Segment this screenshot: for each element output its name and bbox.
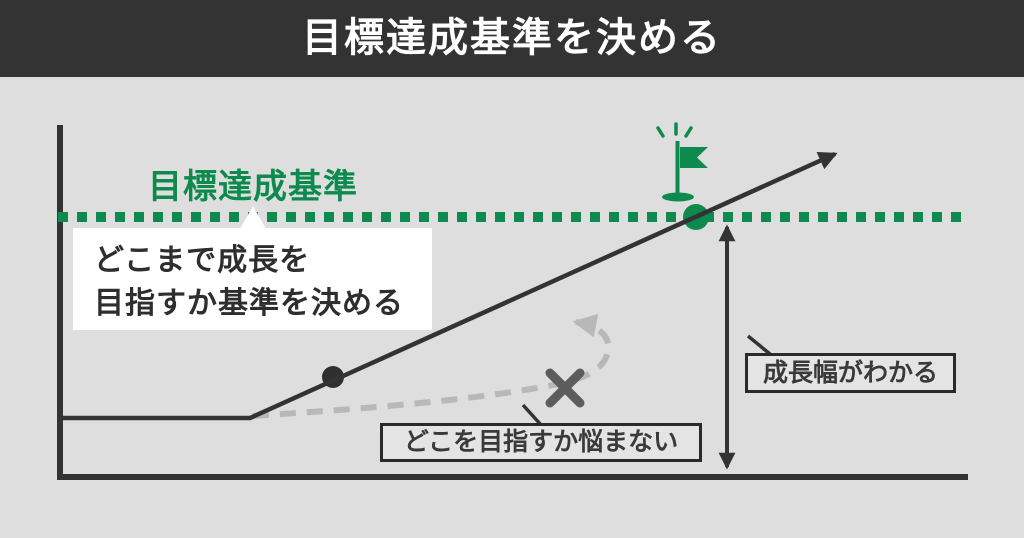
growth-line <box>60 151 838 421</box>
growth-callout-box: 成長幅がわかる <box>745 353 956 393</box>
diagram-graphics <box>57 122 968 480</box>
threshold-label: 目標達成基準 <box>148 168 358 206</box>
bubble-notch <box>240 206 266 229</box>
page-title: 目標達成基準を決める <box>0 0 1024 77</box>
wandering-dashed-arrow <box>252 313 612 419</box>
growth-callout-leader <box>746 334 772 356</box>
goal-flag-icon <box>662 141 708 202</box>
bubble-text-line2: 目指すか基準を決める <box>94 287 404 320</box>
noworry-callout-box: どこを目指すか悩まない <box>380 423 702 462</box>
diagram-area: 目標達成基準 どこまで成長を 目指すか基準を決める 成長幅がわかる どこを目指す… <box>0 77 1024 538</box>
axis-lines <box>57 125 968 480</box>
noworry-callout-leader <box>521 403 544 428</box>
bubble-text-line1: どこまで成長を <box>94 244 311 277</box>
flag-sparkle-icon <box>656 122 693 138</box>
threshold-speech-bubble: どこまで成長を 目指すか基準を決める <box>73 206 432 330</box>
rejected-path-x-icon <box>545 368 585 408</box>
